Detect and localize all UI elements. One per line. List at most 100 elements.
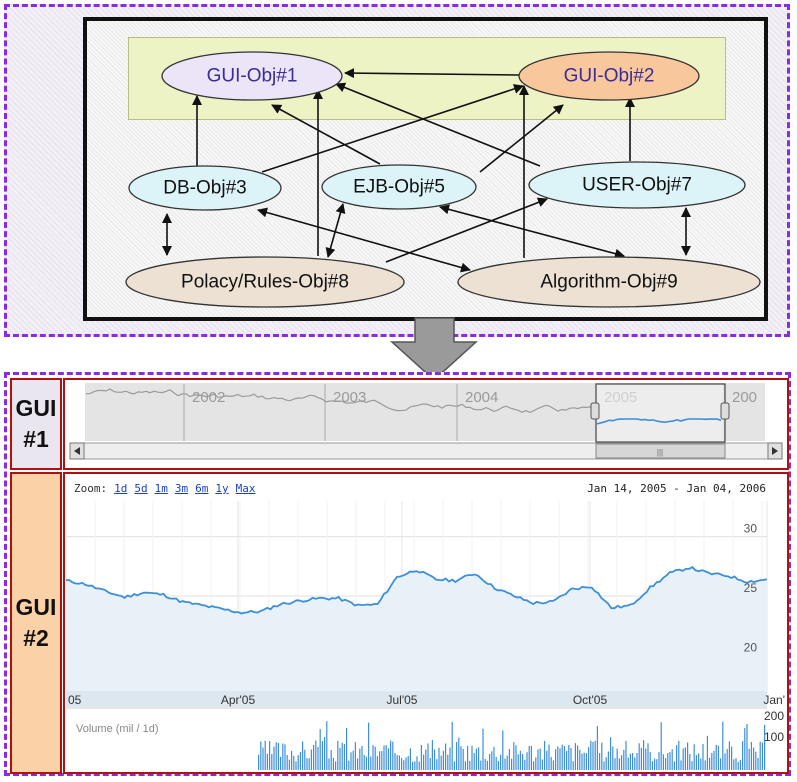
- object-dependency-diagram: GUI-Obj#1 GUI-Obj#2 DB-Obj#3 EJB-Obj#5 U…: [125, 51, 761, 372]
- volume-bar: [744, 728, 746, 770]
- volume-bar: [612, 746, 614, 770]
- volume-bar: [561, 744, 563, 770]
- x-tick-label: Oct'05: [573, 693, 608, 707]
- volume-bar: [385, 745, 387, 770]
- volume-bar: [348, 760, 350, 770]
- zoom-option-5d[interactable]: 5d: [134, 482, 148, 495]
- volume-bar: [673, 761, 675, 770]
- volume-bar: [574, 743, 576, 770]
- scroll-thumb-grip-icon: |||: [657, 448, 663, 457]
- volume-bar: [607, 751, 609, 770]
- volume-bar: [379, 751, 381, 770]
- x-axis-band: [66, 691, 767, 707]
- volume-bar: [346, 728, 348, 770]
- volume-bar: [451, 721, 453, 770]
- volume-bar: [337, 740, 339, 770]
- volume-bar: [700, 758, 702, 770]
- volume-bar: [262, 747, 264, 770]
- volume-bar: [592, 742, 594, 770]
- volume-bar: [698, 753, 700, 770]
- volume-bar: [258, 754, 260, 770]
- volume-bar: [711, 753, 713, 770]
- volume-bar: [728, 741, 730, 770]
- volume-bar: [458, 737, 460, 770]
- volume-bar: [321, 741, 323, 770]
- volume-bar: [357, 758, 359, 770]
- volume-bar: [297, 755, 299, 770]
- volume-bar: [482, 728, 484, 770]
- volume-bar: [530, 746, 532, 770]
- volume-bar: [456, 742, 458, 770]
- volume-bar: [412, 761, 414, 770]
- edge-db3-alg9: [257, 207, 471, 273]
- date-range-display: Jan 14, 2005 - Jan 04, 2006: [587, 482, 766, 495]
- volume-bar: [310, 749, 312, 770]
- volume-bar: [667, 753, 669, 770]
- volume-bar: [460, 746, 462, 770]
- zoom-option-6m[interactable]: 6m: [195, 482, 209, 495]
- gui-1-label-line2: #1: [23, 426, 49, 452]
- volume-bar: [442, 750, 444, 770]
- volume-bar: [654, 758, 656, 770]
- volume-tick-label: 100: [764, 730, 784, 744]
- x-tick-label: 05: [68, 693, 82, 707]
- volume-bar: [299, 752, 301, 770]
- volume-bar: [405, 757, 407, 770]
- volume-bar: [445, 743, 447, 770]
- volume-bar: [634, 757, 636, 770]
- volume-bar: [623, 749, 625, 770]
- volume-bar: [275, 742, 277, 770]
- volume-bar: [519, 750, 521, 770]
- volume-bar: [706, 735, 708, 770]
- volume-bar: [603, 761, 605, 770]
- volume-bar: [579, 749, 581, 770]
- volume-bar: [359, 748, 361, 770]
- volume-bar: [288, 759, 290, 770]
- volume-bar: [759, 741, 761, 770]
- volume-bar: [376, 755, 378, 770]
- node-ejb-obj-5: EJB-Obj#5: [321, 164, 477, 210]
- node-polacy-rules-obj-8-label: Polacy/Rules-Obj#8: [181, 272, 349, 293]
- volume-bar: [601, 742, 603, 770]
- y-tick-label: 25: [744, 581, 758, 595]
- node-algorithm-obj-9: Algorithm-Obj#9: [457, 256, 761, 308]
- edge-gui2-to-gui1: [344, 68, 520, 79]
- volume-bar: [396, 755, 398, 770]
- volume-bar: [733, 759, 735, 770]
- zoom-option-1d[interactable]: 1d: [114, 482, 128, 495]
- zoom-option-1y[interactable]: 1y: [215, 482, 229, 495]
- volume-bar: [260, 741, 262, 770]
- volume-bar: [407, 756, 409, 770]
- volume-bar: [737, 761, 739, 770]
- navigator-left-handle[interactable]: [590, 402, 600, 420]
- volume-bar: [372, 745, 374, 770]
- node-algorithm-obj-9-label: Algorithm-Obj#9: [540, 272, 677, 293]
- volume-bar: [658, 752, 660, 770]
- navigator-right-handle[interactable]: [720, 402, 730, 420]
- volume-bar: [599, 753, 601, 770]
- volume-bar: [462, 748, 464, 770]
- volume-bar: [563, 745, 565, 770]
- node-user-obj-7: USER-Obj#7: [528, 161, 746, 209]
- volume-bar: [709, 757, 711, 770]
- volume-bar: [269, 741, 271, 770]
- volume-bar: [517, 754, 519, 770]
- zoom-option-1m[interactable]: 1m: [154, 482, 168, 495]
- volume-bar: [409, 748, 411, 770]
- volume-bar: [341, 742, 343, 770]
- scroll-thumb[interactable]: [595, 443, 726, 459]
- volume-bar: [757, 757, 759, 770]
- volume-bar: [508, 749, 510, 770]
- volume-bar: [742, 741, 744, 770]
- volume-bar: [434, 749, 436, 770]
- zoom-option-3m[interactable]: 3m: [174, 482, 189, 495]
- volume-bar: [423, 754, 425, 770]
- zoom-option-max[interactable]: Max: [235, 482, 256, 495]
- edge-user7-to-gui1: [335, 82, 541, 167]
- volume-bar: [484, 759, 486, 770]
- volume-bar: [640, 747, 642, 770]
- volume-bar: [614, 758, 616, 770]
- volume-bar: [398, 755, 400, 770]
- volume-bar: [343, 744, 345, 770]
